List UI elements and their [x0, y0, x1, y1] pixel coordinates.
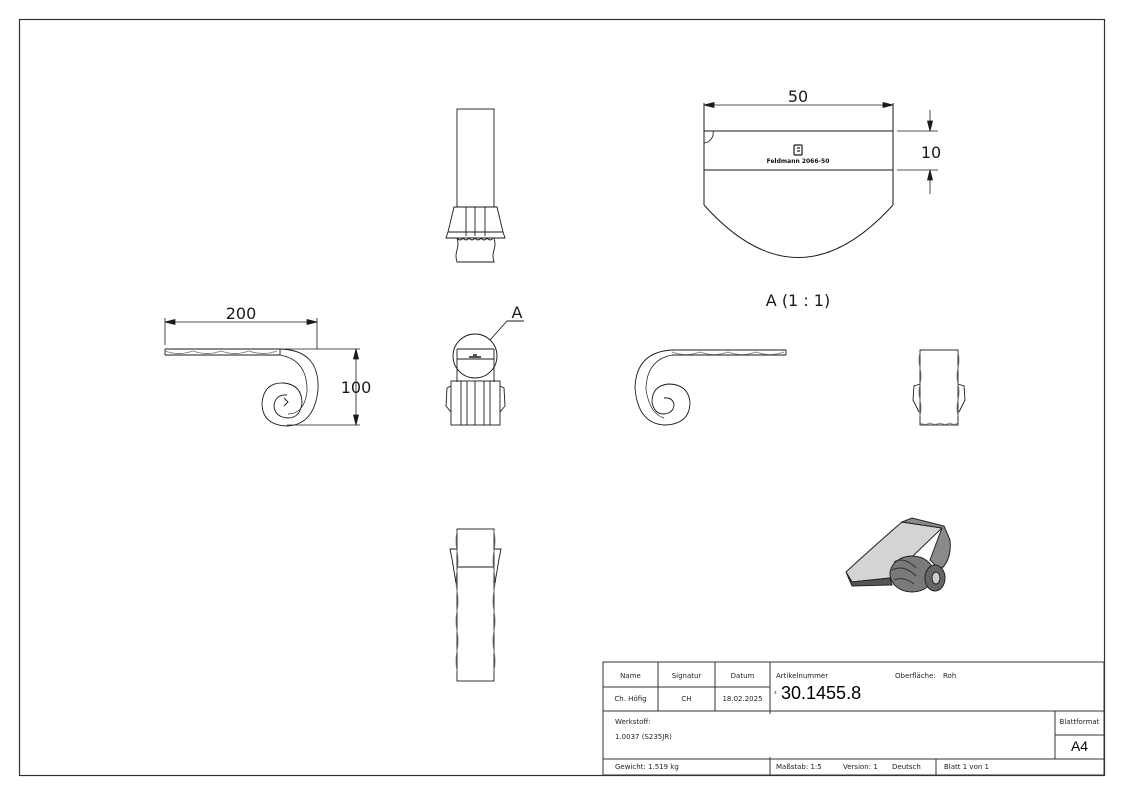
bottom-view: [449, 528, 502, 682]
dimension-100-label: 100: [341, 378, 372, 397]
detail-a-view: [703, 103, 894, 258]
tb-surface-label: Oberfläche:: [895, 672, 936, 680]
end-view: [912, 349, 966, 426]
tb-name-value: Ch. Höfig: [614, 695, 647, 703]
tb-surface-value: Roh: [943, 672, 957, 680]
tb-language: Deutsch: [892, 763, 921, 771]
tb-article-label: Artikelnummer: [776, 672, 829, 680]
dimension-200-label: 200: [226, 304, 257, 323]
tb-weight: Gewicht: 1.519 kg: [615, 763, 679, 771]
top-view: [445, 108, 506, 263]
dimension-100: [284, 348, 360, 426]
dimension-10-label: 10: [921, 143, 941, 162]
tb-sheet-format-label: Blattformat: [1059, 718, 1100, 726]
tb-version: Version: 1: [843, 763, 878, 771]
tb-signature-value: CH: [681, 695, 692, 703]
tb-sheet-format-value: A4: [1070, 738, 1089, 754]
tb-material-value: 1.0037 (S235JR): [615, 733, 672, 741]
right-side-view: [634, 349, 787, 426]
isometric-view: [845, 517, 951, 593]
dimension-200: [164, 318, 318, 349]
tb-date-value: 18.02.2025: [722, 695, 763, 703]
tb-material-label: Werkstoff:: [615, 718, 651, 726]
dimension-50-label: 50: [788, 87, 808, 106]
tb-article-number: 30.1455.8: [781, 683, 862, 703]
tb-article-prefix: ²: [774, 690, 777, 698]
dimension-10: [897, 110, 938, 194]
tb-scale: Maßstab: 1:5: [776, 763, 822, 771]
engraving-text: Feldmann 2066-50: [767, 158, 830, 165]
front-view: [445, 320, 524, 426]
tb-header-date: Datum: [730, 672, 755, 680]
detail-caption: A (1 : 1): [766, 291, 830, 310]
tb-sheet-number: Blatt 1 von 1: [944, 763, 989, 771]
detail-marker-label: A: [512, 303, 523, 322]
tb-header-signature: Signatur: [671, 672, 702, 680]
left-side-view: [164, 348, 319, 427]
tb-header-name: Name: [620, 672, 641, 680]
title-block-grid: [602, 661, 1105, 776]
detail-a-logo: [793, 144, 803, 156]
dimension-50: [703, 101, 894, 109]
drawing-frame: [18, 18, 1106, 777]
